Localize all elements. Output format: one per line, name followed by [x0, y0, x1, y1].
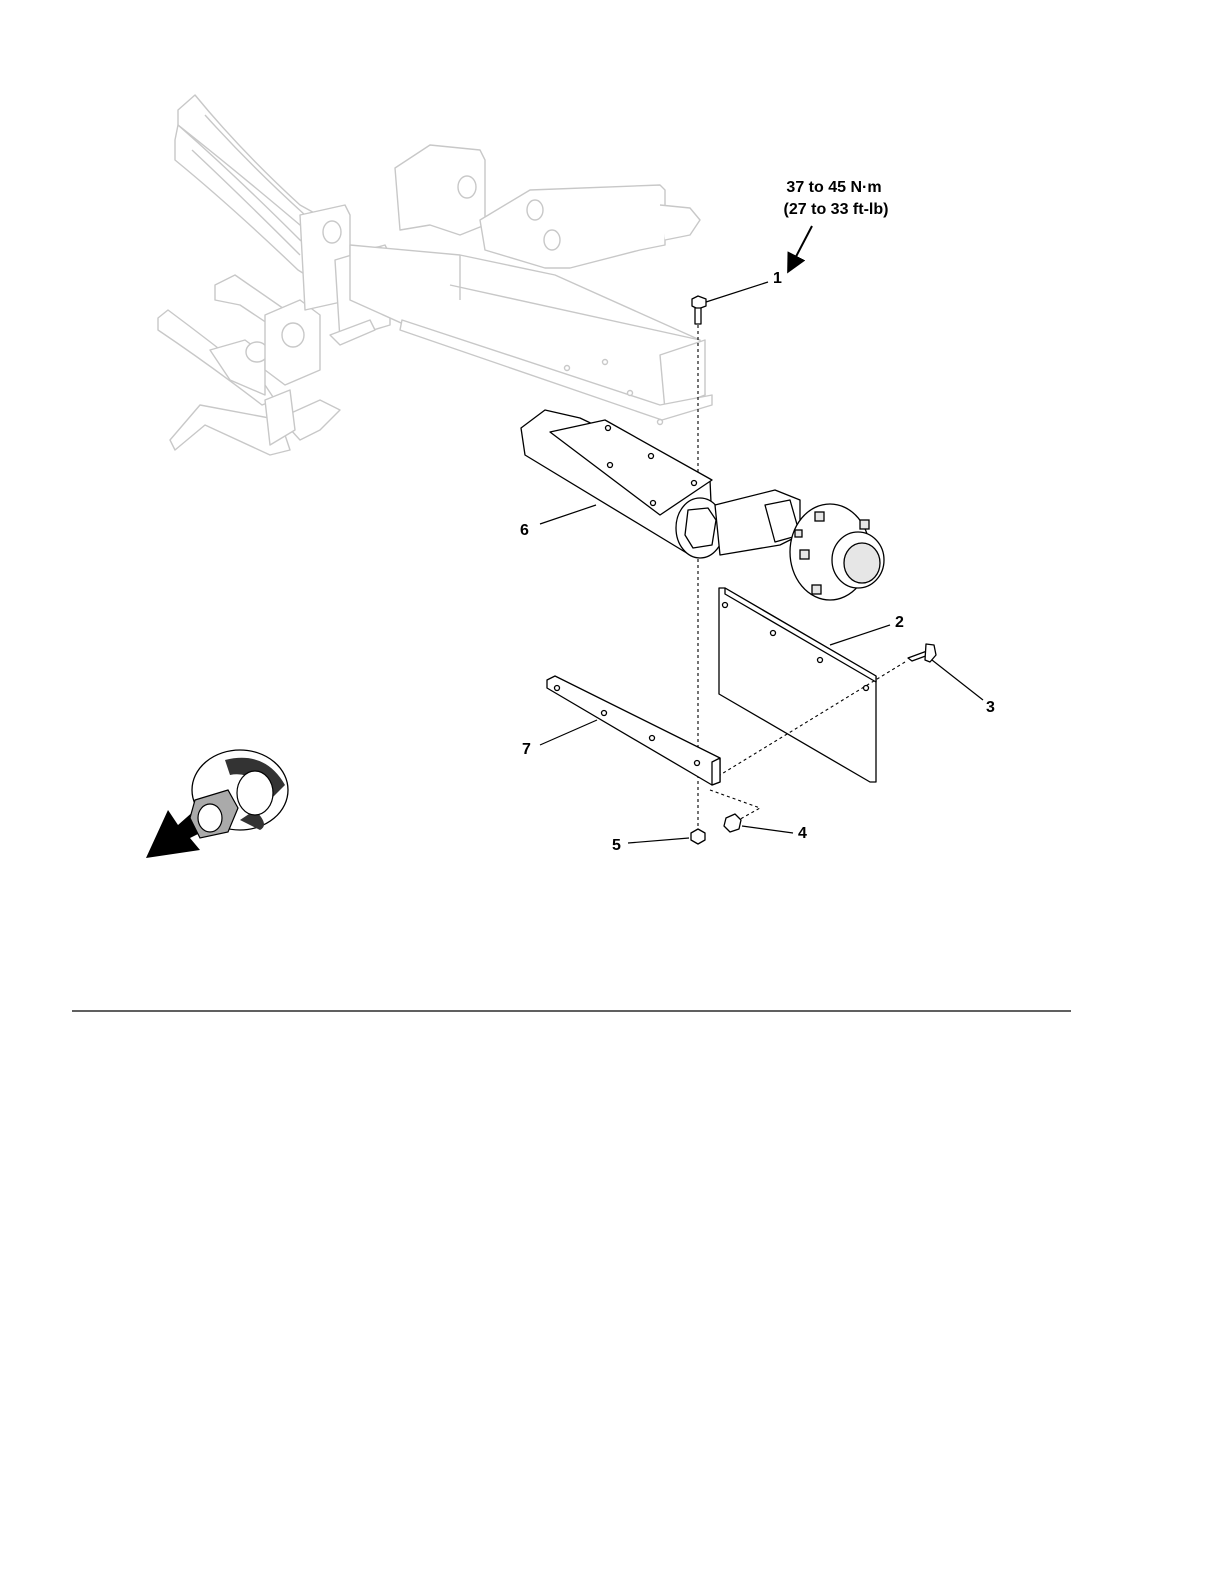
- callout-6: 6: [520, 522, 529, 539]
- front-direction-icon: [146, 750, 288, 858]
- part-nut-5: 5: [612, 829, 705, 854]
- callout-7: 7: [522, 741, 531, 758]
- callout-4: 4: [798, 825, 807, 842]
- torque-arrow-icon: [789, 226, 812, 270]
- part-plate-2: 2: [719, 588, 904, 782]
- callout-5: 5: [612, 837, 621, 854]
- callout-2: 2: [895, 614, 904, 631]
- part-nut-4: 4: [724, 814, 807, 842]
- torque-imperial: (27 to 33 ft-lb): [784, 201, 889, 218]
- part-bolt-3: 3: [908, 644, 995, 716]
- callout-3: 3: [986, 699, 995, 716]
- machine-frame: [158, 95, 712, 455]
- part-bracket-7: 7: [522, 676, 720, 785]
- callout-1: 1: [773, 270, 782, 287]
- torque-metric: 37 to 45 N·m: [786, 179, 881, 196]
- torque-spec: 37 to 45 N·m (27 to 33 ft-lb): [784, 179, 889, 270]
- part-axle-6: 6: [520, 410, 884, 600]
- part-bolt-1: 1: [692, 270, 782, 324]
